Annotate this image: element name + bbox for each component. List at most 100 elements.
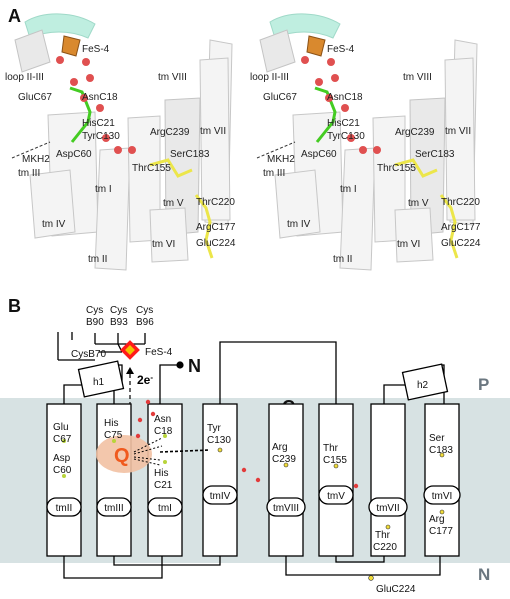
n-terminus: N	[159, 356, 201, 408]
label-asp: AspC60	[56, 149, 92, 160]
residue-dot	[62, 439, 66, 443]
helix-tmVI	[424, 403, 460, 557]
label-tmVIII: tmVIII	[273, 503, 299, 514]
label-his: HisC21	[82, 118, 115, 129]
label-tyr: TyrC130	[327, 131, 365, 142]
label-ser: SerC183	[415, 149, 455, 160]
cys-bracket: Cys B90 Cys B93 Cys B96 CysB70	[57, 305, 154, 361]
tmVIII-r1b: C239	[272, 454, 296, 465]
water	[373, 146, 381, 154]
helix-name-ovals: tmII tmIII tmI tmIV tmVIII tmV tmVII tmV…	[46, 485, 461, 517]
water	[102, 134, 110, 142]
label-tmIV: tmIV	[210, 491, 231, 502]
helix-tmIII	[96, 403, 132, 557]
helix-tmVIII	[268, 403, 304, 557]
stereo-right: FeS-4 loop II-III tm VIII GluC67 AsnC18 …	[250, 13, 481, 271]
amphipathic-h2	[401, 363, 449, 401]
tmVII-r1a: Thr	[375, 530, 391, 541]
water-chain	[135, 399, 359, 489]
cys-b96-a: Cys	[136, 305, 153, 316]
label-thr155: ThrC155	[132, 163, 171, 174]
water	[128, 146, 136, 154]
quinone-site: Q	[96, 435, 211, 473]
loop-tm4-tm5	[219, 341, 337, 408]
helix-tm6	[149, 207, 189, 263]
tmVIII-r1a: Arg	[272, 442, 288, 453]
hbond-asn	[133, 437, 163, 453]
oval-tmVII	[368, 497, 408, 517]
helix-tm5	[164, 97, 201, 236]
label-loop: loop II-III	[5, 72, 44, 83]
label-tyr: TyrC130	[82, 131, 120, 142]
quinone-halo	[96, 435, 152, 473]
oval-tmVIII	[266, 497, 306, 517]
helix-loop	[14, 29, 51, 73]
n-term-label: N	[188, 356, 201, 376]
label-tmII: tmII	[56, 503, 73, 514]
label-arg177: ArgC177	[196, 222, 236, 233]
helix-tm5	[409, 97, 446, 236]
loop-h2-left	[383, 384, 412, 408]
helix-tm7	[199, 57, 231, 221]
tmI-r2b: C21	[154, 480, 173, 491]
fes-diamond: FeS-4	[120, 340, 173, 360]
helix-tmV	[318, 403, 354, 557]
tmI-r1a: Asn	[154, 414, 171, 425]
oval-tmV	[318, 485, 354, 505]
oval-tmIV	[202, 485, 238, 505]
tm-helices	[46, 403, 460, 557]
residue-dot	[163, 460, 167, 464]
hbond	[133, 456, 161, 461]
yellow-sticks-lower	[194, 194, 214, 259]
tmVI-r1b: C183	[429, 445, 453, 456]
fes-label: FeS-4	[145, 347, 173, 358]
tmV-r1a: Thr	[323, 443, 339, 454]
cys-b90-b: B90	[86, 317, 104, 328]
label-tm7: tm VII	[200, 126, 226, 137]
water	[341, 104, 349, 112]
helix-tm2	[94, 147, 131, 271]
green-sticks	[314, 86, 337, 143]
mkh2-arrow	[11, 141, 51, 159]
arrowhead	[126, 367, 134, 374]
helix-tm6	[394, 207, 434, 263]
side-p-label: P	[478, 375, 489, 394]
yellow-sticks-lower	[439, 194, 459, 259]
label-arg239: ArgC239	[395, 127, 435, 138]
amphipathic-h1	[77, 360, 125, 398]
helix-tm7	[444, 57, 476, 221]
label-tm3: tm III	[263, 168, 285, 179]
label-fes4: FeS-4	[327, 44, 355, 55]
water	[315, 78, 323, 86]
label-glu224: GluC224	[441, 238, 481, 249]
n-side-loops	[63, 550, 441, 579]
residue-dot	[112, 439, 116, 443]
fes-cluster	[61, 35, 81, 57]
residue-dots	[62, 434, 445, 581]
label-tm2: tm II	[333, 254, 352, 265]
label-asp: AspC60	[301, 149, 337, 160]
h2-label: h2	[417, 380, 429, 391]
helix-tmIV	[202, 403, 238, 557]
label-thr220: ThrC220	[196, 197, 235, 208]
fes-cluster	[306, 35, 326, 57]
oval-tmII	[46, 497, 82, 517]
helix-loop	[259, 29, 296, 73]
n-term-dot	[176, 361, 184, 369]
tmV-r1b: C155	[323, 455, 347, 466]
label-tmIII: tmIII	[104, 503, 123, 514]
label-glu224: GluC224	[196, 238, 236, 249]
yellow-sticks	[394, 158, 438, 178]
label-asn: AsnC18	[82, 92, 118, 103]
water	[241, 467, 247, 473]
water	[96, 104, 104, 112]
tmI-r1b: C18	[154, 426, 173, 437]
residue-labels: Glu C67 Asp C60 His C75 Asn C18 His C21 …	[53, 414, 453, 595]
label-tmVII: tmVII	[376, 503, 399, 514]
tmVI-r2b: C177	[429, 526, 453, 537]
tmVI-r1a: Ser	[429, 433, 445, 444]
helix-tmVII	[370, 403, 406, 557]
cys-b90-a: Cys	[86, 305, 103, 316]
n-term-line	[159, 364, 180, 408]
